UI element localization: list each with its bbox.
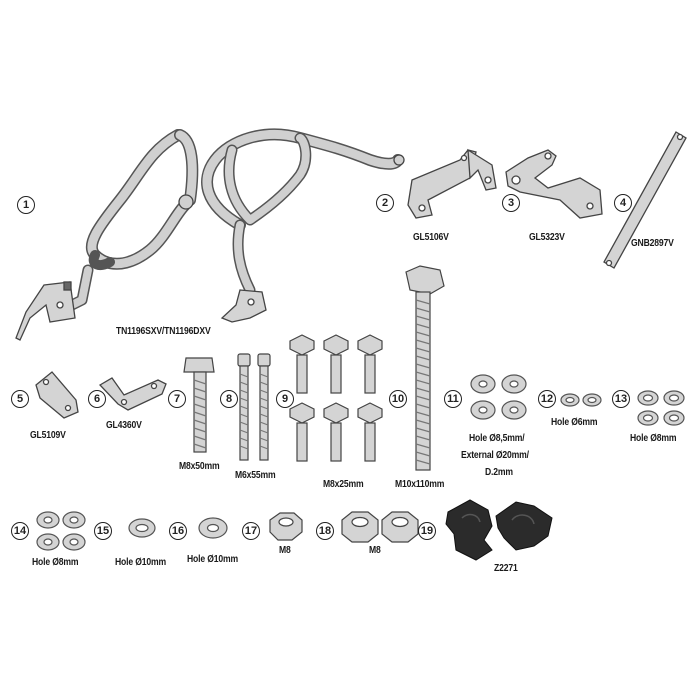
crash-bar-right [201,128,404,296]
label-3: GL5323V [529,231,565,243]
spring-washers-13 [637,390,685,426]
label-10: M10x110mm [395,478,445,490]
label-18: M8 [369,544,381,556]
label-5: GL5109V [30,429,66,441]
crash-bar-left-bracket [15,194,194,341]
label-7: M8x50mm [179,460,220,472]
nut-17 [269,512,303,541]
callout-18: 18 [316,522,334,540]
label-8: M6x55mm [235,469,276,481]
label-2: GL5106V [413,231,449,243]
callout-15: 15 [94,522,112,540]
callout-13: 13 [612,390,630,408]
crash-bar-right-bracket [220,154,405,323]
label-19: Z2271 [494,562,518,574]
callout-9: 9 [276,390,294,408]
callout-2: 2 [376,194,394,212]
label-14: Hole Ø8mm [32,556,79,568]
bolt-m6x55 [237,353,271,461]
callout-11: 11 [444,390,462,408]
label-9: M8x25mm [323,478,364,490]
callout-16: 16 [169,522,187,540]
label-17: M8 [279,544,291,556]
label-6: GL4360V [106,419,142,431]
washers-14 [36,511,86,551]
callout-4: 4 [614,194,632,212]
bar-gnb2897v [603,131,687,269]
callout-17: 17 [242,522,260,540]
bolt-m8x50 [183,357,215,453]
nuts-18 [341,511,419,543]
label-11-line2: External Ø20mm/ [461,449,529,461]
bolts-m8x25 [289,334,383,462]
label-16: Hole Ø10mm [187,553,239,565]
label-11-line3: D.2mm [485,466,513,478]
callout-19: 19 [418,522,436,540]
plate-gl5109v [35,371,79,419]
label-12: Hole Ø6mm [551,416,598,428]
bracket-gl4360v [98,377,167,411]
callout-3: 3 [502,194,520,212]
spring-washer-15 [128,518,156,538]
crash-bar-left [66,129,199,311]
callout-10: 10 [389,390,407,408]
washer-16 [198,517,228,539]
callout-12: 12 [538,390,556,408]
label-1: TN1196SXV/TN1196DXV [116,325,211,337]
label-4: GNB2897V [631,237,674,249]
bracket-gl5106v [407,148,497,219]
clamps-z2271 [445,499,553,561]
callout-14: 14 [11,522,29,540]
label-15: Hole Ø10mm [115,556,167,568]
washers-11 [470,374,527,420]
callout-1: 1 [17,196,35,214]
callout-8: 8 [220,390,238,408]
label-11-line1: Hole Ø8,5mm/ [469,432,525,444]
label-13: Hole Ø8mm [630,432,677,444]
callout-5: 5 [11,390,29,408]
spring-washers-12 [560,393,602,407]
callout-6: 6 [88,390,106,408]
callout-7: 7 [168,390,186,408]
bracket-gl5323v [505,149,603,219]
bolt-m10x110 [405,265,445,471]
